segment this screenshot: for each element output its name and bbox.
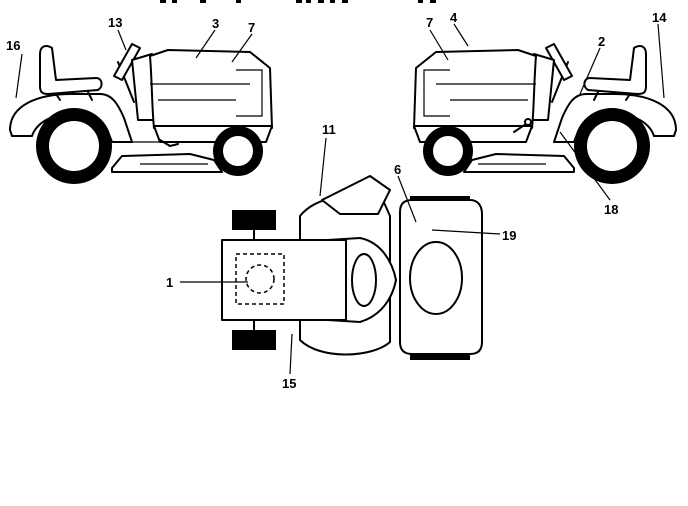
callout-6: 6	[394, 162, 401, 177]
callout-18: 18	[604, 202, 618, 217]
rear-right-tire	[232, 330, 276, 350]
tractor-right-side-view	[413, 43, 677, 184]
callout-15: 15	[282, 376, 296, 391]
callout-3: 3	[212, 16, 219, 31]
seat	[39, 45, 103, 95]
callout-16: 16	[6, 38, 20, 53]
callout-labels: 16 13 3 7 7 4 14 2 18 11 6 19 1 15	[6, 10, 667, 391]
headlight-panel	[409, 241, 463, 315]
callout-13: 13	[108, 15, 122, 30]
mower-deck	[111, 153, 223, 173]
callout-7-right: 7	[426, 15, 433, 30]
cropped-header-marks	[160, 0, 436, 3]
callout-1: 1	[166, 275, 173, 290]
callout-19: 19	[502, 228, 516, 243]
callout-7-left: 7	[248, 20, 255, 35]
discharge-chute	[321, 175, 391, 215]
tractor-top-view	[221, 175, 483, 360]
steering-wheel	[113, 43, 141, 81]
callout-2: 2	[598, 34, 605, 49]
seat-decal-area	[235, 253, 285, 305]
rear-left-tire	[232, 210, 276, 230]
leader-lines	[15, 23, 665, 375]
callout-14: 14	[652, 10, 667, 25]
tractor-left-side-view	[9, 43, 273, 184]
callout-11: 11	[322, 122, 336, 137]
callout-4: 4	[450, 10, 458, 25]
